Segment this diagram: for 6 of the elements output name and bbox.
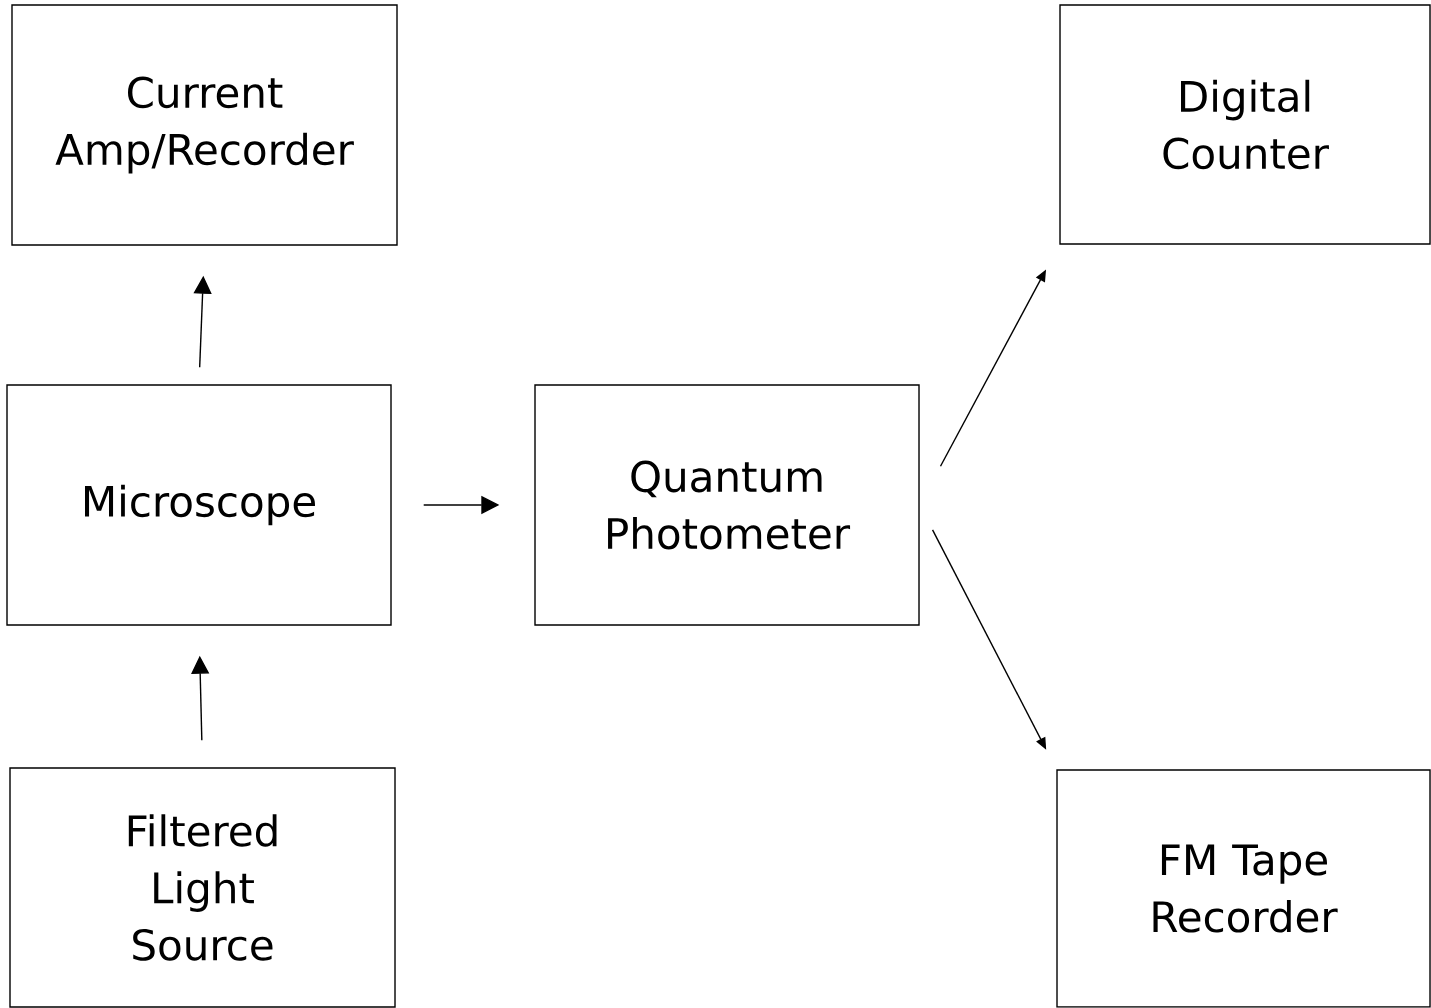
block-box: FM Tape Recorder bbox=[1056, 769, 1431, 1008]
block-box: Microscope bbox=[6, 384, 392, 626]
block-box: Quantum Photometer bbox=[534, 384, 920, 626]
block-box: Digital Counter bbox=[1059, 4, 1431, 245]
block-box: Current Amp/Recorder bbox=[11, 4, 398, 246]
block-box: Filtered Light Source bbox=[9, 767, 396, 1008]
